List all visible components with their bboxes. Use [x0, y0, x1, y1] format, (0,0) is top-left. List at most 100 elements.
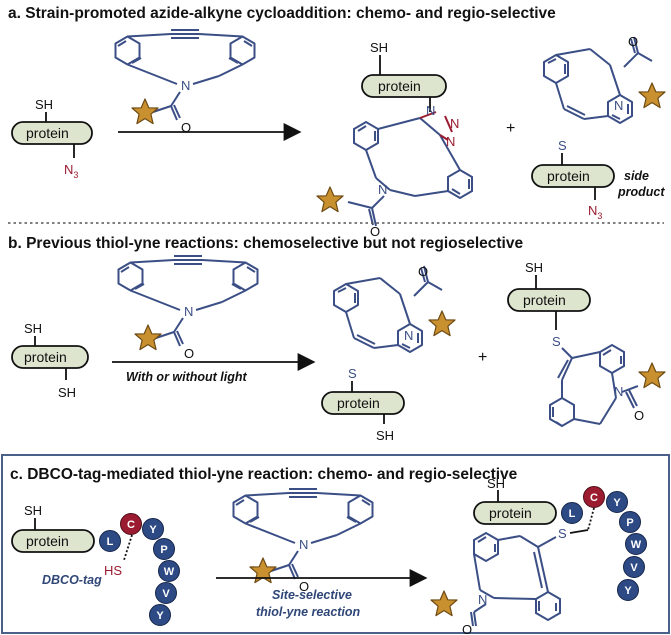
azide-label: N3: [588, 203, 602, 221]
carbonyl-oxygen-label: O: [462, 622, 472, 635]
panel-b-product-1: N O S protein SH: [321, 264, 456, 443]
carbonyl-oxygen-label: O: [634, 408, 644, 423]
amide-nitrogen-label: N: [404, 328, 413, 343]
panel-a-side-product: N O S protein N3 side product: [531, 34, 666, 221]
protein-pill: [321, 391, 405, 415]
residue-5: [158, 560, 180, 582]
side-product-label-2: product: [617, 185, 665, 199]
residue-6: [155, 582, 177, 604]
carbonyl-oxygen-label: O: [418, 264, 428, 279]
panel-b-product-2: SH protein S N O: [507, 260, 666, 428]
protein-pill: [11, 345, 89, 369]
residue-4-label: P: [160, 544, 167, 556]
panel-a-title: a. Strain-promoted azide-alkyne cycloadd…: [8, 5, 556, 22]
sulfur-label: S: [558, 138, 567, 153]
panel-c-condition-1: Site-selective: [272, 588, 352, 602]
panel-c-title: c. DBCO-tag-mediated thiol-yne reaction:…: [10, 466, 518, 483]
panel-c-condition-2: thiol-yne reaction: [256, 605, 361, 619]
thiol-label: SH: [24, 321, 42, 336]
dbco-reagent-b: N O: [117, 255, 259, 361]
dbco-tag-label: DBCO-tag: [42, 573, 102, 587]
protein-label: protein: [26, 125, 69, 141]
plus-sign-b: +: [478, 349, 487, 366]
panel-c-product: SH protein L C Y P W V Y S: [430, 476, 647, 635]
sulfur-label: S: [348, 366, 357, 381]
sulfur-label: S: [558, 526, 567, 541]
product-residue-7-label: Y: [624, 585, 632, 597]
product-residue-4: [619, 511, 641, 533]
residue-6-label: V: [162, 588, 170, 600]
carbonyl-oxygen-label: O: [628, 34, 638, 49]
thiol-label: SH: [525, 260, 543, 275]
amide-nitrogen-label: N: [184, 304, 193, 319]
thiol-label: SH: [370, 40, 388, 55]
product-residue-7: [617, 579, 639, 601]
tag-thiol-label: HS: [104, 563, 122, 578]
protein-label: protein: [489, 505, 532, 521]
protein-label: protein: [24, 349, 67, 365]
thiol-label: SH: [35, 97, 53, 112]
residue-1-label: L: [107, 536, 114, 548]
protein-label: protein: [523, 292, 566, 308]
carbonyl-oxygen-label: O: [184, 346, 194, 361]
protein-label: protein: [337, 395, 380, 411]
panel-c-frame: [1, 454, 670, 634]
azide-label: N3: [64, 162, 78, 180]
carbonyl-oxygen-label: O: [370, 224, 380, 239]
product-residue-5: [625, 533, 647, 555]
carbonyl-oxygen-label: O: [181, 120, 191, 135]
sulfur-label: S: [552, 334, 561, 349]
triazole-n3-label: N: [446, 134, 455, 149]
panel-c-tagged-protein: SH protein HS DBCO-tag: [11, 503, 133, 587]
dbco-reagent-c: N O: [232, 488, 374, 594]
residue-3: [142, 518, 164, 540]
protein-pill: [531, 164, 615, 188]
product-residue-1-label: L: [569, 508, 576, 520]
panel-c-peptide-tag: L C Y P W V Y: [99, 513, 180, 626]
plus-sign-a: +: [506, 120, 515, 137]
product-residue-4-label: P: [626, 517, 633, 529]
residue-4: [153, 538, 175, 560]
protein-label: protein: [26, 533, 69, 549]
residue-7: [149, 604, 171, 626]
triazole-n1-label: N: [426, 103, 435, 118]
protein-label: protein: [547, 168, 590, 184]
thiol-label: SH: [487, 476, 505, 491]
amide-nitrogen-label: N: [614, 384, 623, 399]
residue-7-label: Y: [156, 610, 164, 622]
dbco-reagent-a: N O: [114, 29, 256, 135]
panel-a-triazole-product: SH protein N N: [316, 40, 473, 239]
residue-5-label: W: [164, 566, 175, 578]
protein-label: protein: [378, 78, 421, 94]
protein-pill: [361, 74, 447, 98]
thiol-label: SH: [24, 503, 42, 518]
product-residue-3: [606, 491, 628, 513]
product-residue-6: [623, 556, 645, 578]
amide-nitrogen-label: N: [478, 592, 487, 607]
amide-nitrogen-label: N: [614, 98, 623, 113]
panel-b-title: b. Previous thiol-yne reactions: chemose…: [8, 235, 523, 252]
carbonyl-oxygen-label: O: [299, 579, 309, 594]
residue-2-label: C: [127, 519, 135, 531]
residue-3-label: Y: [149, 524, 157, 536]
amide-nitrogen-label: N: [181, 78, 190, 93]
panel-b-protein-thiol: SH protein SH: [11, 321, 89, 400]
panel-b-condition: With or without light: [126, 370, 248, 384]
product-residue-6-label: V: [630, 562, 638, 574]
residue-2: [120, 513, 142, 535]
protein-pill: [473, 501, 557, 525]
residue-1: [99, 530, 121, 552]
thiol-label: SH: [376, 428, 394, 443]
protein-pill: [11, 121, 93, 145]
amide-nitrogen-label: N: [299, 537, 308, 552]
product-residue-5-label: W: [631, 539, 642, 551]
thiol-label: SH: [58, 385, 76, 400]
protein-pill: [11, 529, 95, 553]
triazole-n2-label: N: [450, 116, 459, 131]
panel-a-protein-azide: SH protein N3: [11, 97, 93, 180]
side-product-label-1: side: [624, 169, 649, 183]
product-residue-2-label: C: [590, 492, 598, 504]
product-residue-2: [583, 486, 605, 508]
